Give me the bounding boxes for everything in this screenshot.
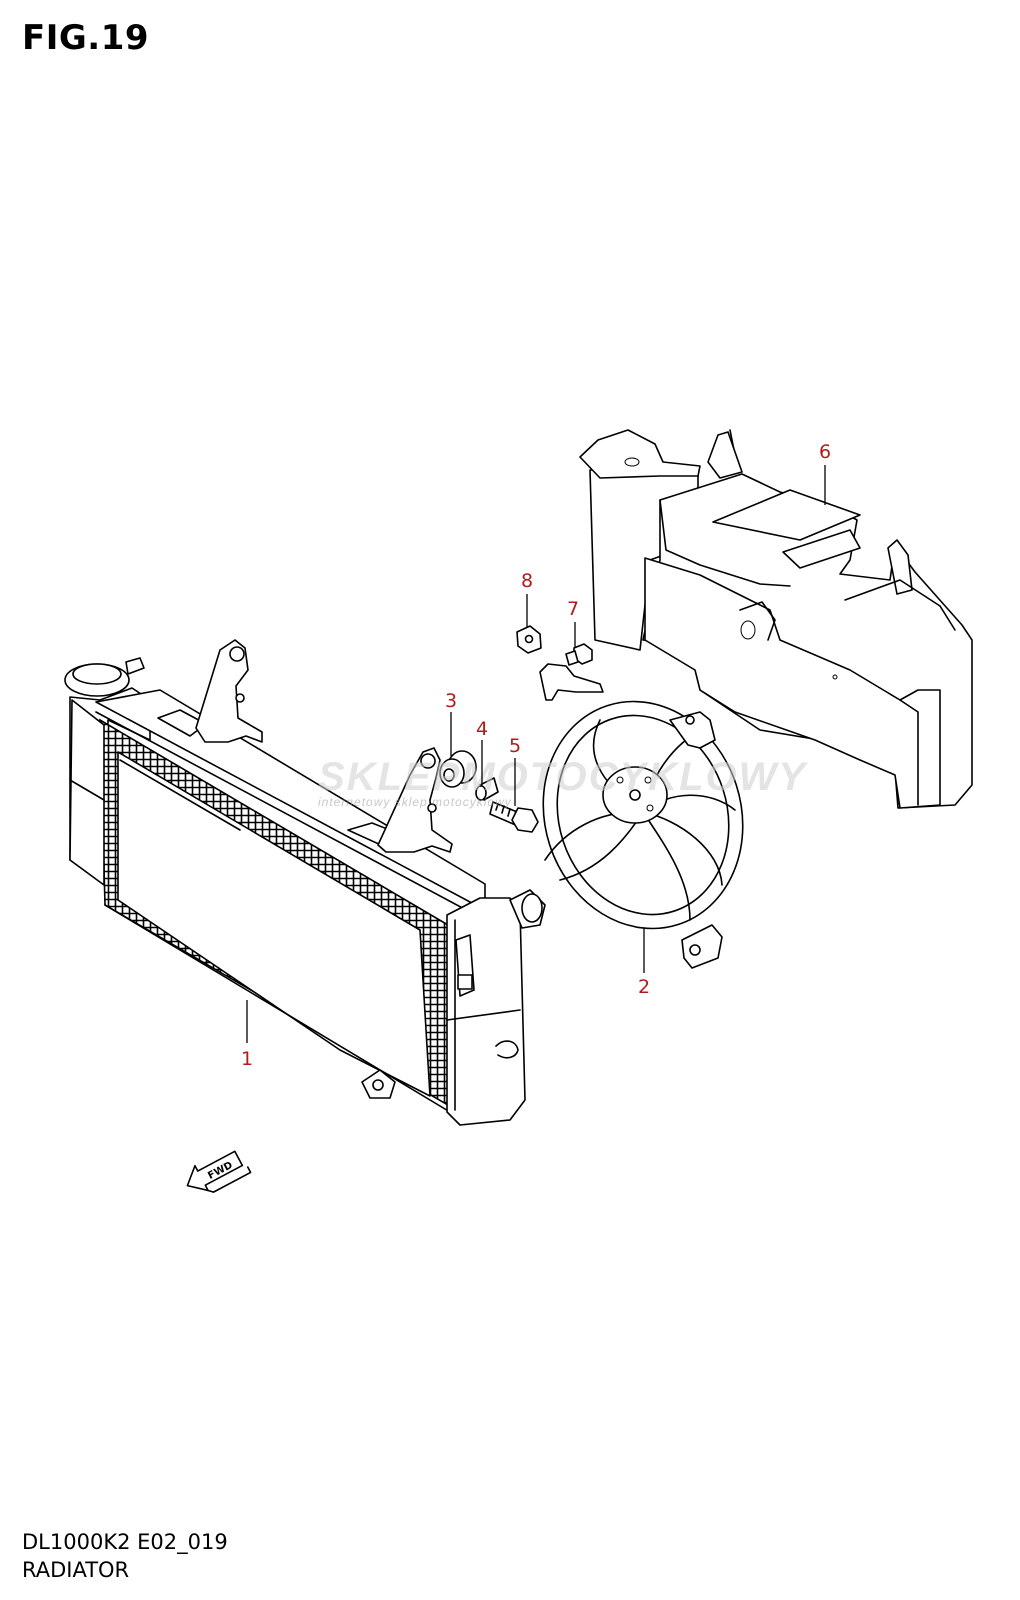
model-code: DL1000K2 E02_019: [22, 1530, 228, 1554]
callout-number-3: 3: [445, 690, 457, 712]
watermark-tagline: internetowy sklep motocyklowy: [318, 795, 512, 809]
callout-number-7: 7: [567, 598, 579, 620]
callout-8: 8: [521, 570, 533, 628]
fwd-arrow: FWD: [186, 1150, 252, 1193]
air-guide-part: [579, 429, 973, 809]
callout-number-6: 6: [819, 441, 831, 463]
figure-title: FIG.19: [22, 18, 150, 58]
callout-5: 5: [509, 735, 521, 806]
screw-part: [565, 643, 593, 666]
collar-part: [475, 777, 499, 801]
radiator-part: [64, 639, 546, 1126]
grommet-part: [439, 750, 477, 788]
callout-1: 1: [241, 1000, 253, 1070]
callout-number-5: 5: [509, 735, 521, 757]
callout-2: 2: [638, 928, 650, 998]
cooling-fan-part: [539, 663, 744, 969]
watermark-brand: SKLEPMOTOCYKLOWY: [318, 755, 808, 799]
watermark: SKLEPMOTOCYKLOWY internetowy sklep motoc…: [318, 755, 808, 809]
callout-7: 7: [567, 598, 579, 648]
callout-number-2: 2: [638, 976, 650, 998]
callout-4: 4: [476, 718, 488, 786]
callout-6: 6: [819, 441, 831, 505]
nut-part: [516, 625, 542, 654]
bolt-part: [489, 801, 539, 833]
callout-number-8: 8: [521, 570, 533, 592]
callout-number-1: 1: [241, 1048, 253, 1070]
section-name: RADIATOR: [22, 1558, 130, 1582]
callout-number-4: 4: [476, 718, 488, 740]
callout-3: 3: [445, 690, 457, 756]
